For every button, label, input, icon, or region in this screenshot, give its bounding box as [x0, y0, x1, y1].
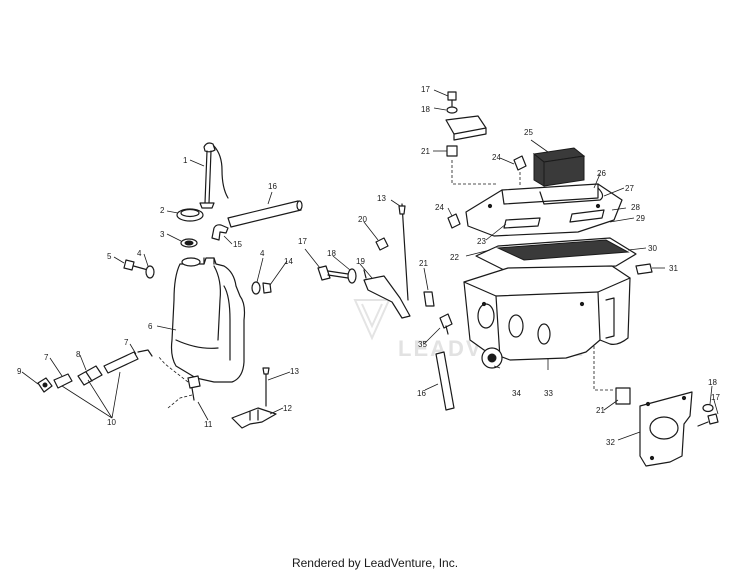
part-bracket-lower[interactable] — [231, 407, 277, 429]
part-washer-lower[interactable] — [702, 403, 714, 413]
callout-19: 19 — [356, 257, 365, 266]
part-mount-plate[interactable] — [639, 391, 693, 467]
callout-25: 25 — [524, 128, 533, 137]
part-washer-right[interactable] — [251, 281, 261, 295]
callout-18-lower: 18 — [708, 378, 717, 387]
part-grommet-right[interactable] — [635, 263, 653, 275]
callout-4-left: 4 — [137, 249, 142, 258]
callout-14: 14 — [284, 257, 293, 266]
part-fitting-35[interactable] — [439, 313, 453, 335]
callout-3: 3 — [160, 230, 165, 239]
callout-16-upper: 16 — [268, 182, 277, 191]
callout-7-right: 7 — [124, 338, 129, 347]
part-dipstick[interactable] — [199, 142, 229, 209]
callout-27: 27 — [625, 184, 634, 193]
footer-credit: Rendered by LeadVenture, Inc. — [291, 556, 459, 570]
callout-29: 29 — [636, 214, 645, 223]
part-foam-filter[interactable] — [532, 147, 586, 187]
callout-17-top: 17 — [421, 85, 430, 94]
part-airbox-lid[interactable] — [465, 183, 623, 237]
part-bracket-center[interactable] — [363, 269, 411, 319]
part-fuel-line-long[interactable] — [103, 349, 153, 374]
callout-8: 8 — [76, 350, 81, 359]
callout-17-lower: 17 — [711, 393, 720, 402]
callout-20: 20 — [358, 215, 367, 224]
part-bolt-center[interactable] — [317, 265, 349, 281]
callout-5: 5 — [107, 252, 112, 261]
part-filter-element[interactable] — [496, 239, 630, 261]
part-cap[interactable] — [176, 208, 204, 222]
part-clip[interactable] — [375, 237, 389, 251]
callout-28: 28 — [631, 203, 640, 212]
callout-21-center: 21 — [419, 259, 428, 268]
callout-33: 33 — [544, 389, 553, 398]
callout-7-left: 7 — [44, 353, 49, 362]
part-clip-top[interactable] — [513, 155, 527, 186]
part-washer-center[interactable] — [347, 268, 357, 284]
callout-24-side: 24 — [435, 203, 444, 212]
callout-26: 26 — [597, 169, 606, 178]
part-outlet-fitting[interactable] — [157, 355, 201, 409]
part-fuel-filter[interactable] — [77, 365, 103, 386]
callout-17-center: 17 — [298, 237, 307, 246]
callout-13-lower: 13 — [290, 367, 299, 376]
part-rod-upper[interactable] — [398, 203, 409, 301]
callout-11: 11 — [204, 420, 213, 429]
part-bolt-top[interactable] — [447, 91, 457, 107]
part-hose-upper[interactable] — [227, 200, 303, 228]
callout-1: 1 — [183, 156, 188, 165]
callout-34: 34 — [512, 389, 521, 398]
callout-12: 12 — [283, 404, 292, 413]
callout-2: 2 — [160, 206, 165, 215]
part-grommet-round[interactable] — [481, 347, 503, 369]
callout-13-upper: 13 — [377, 194, 386, 203]
part-fuel-line-short[interactable] — [53, 373, 73, 389]
part-washer-left[interactable] — [145, 265, 155, 279]
callout-9: 9 — [17, 367, 22, 376]
callout-4-right: 4 — [260, 249, 265, 258]
callout-32: 32 — [606, 438, 615, 447]
callout-35: 35 — [418, 340, 427, 349]
part-bolt-left[interactable] — [123, 259, 149, 271]
callout-6: 6 — [148, 322, 153, 331]
callout-23: 23 — [477, 237, 486, 246]
part-screw-lower[interactable] — [262, 367, 270, 407]
leader-lines — [21, 89, 719, 441]
callout-numbers: 1 2 3 4 5 4 14 16 15 6 7 8 7 9 10 11 12 … — [17, 85, 720, 447]
callout-10: 10 — [107, 418, 116, 427]
part-washer-top[interactable] — [446, 106, 458, 114]
part-hose-vertical[interactable] — [435, 351, 455, 411]
part-grommet-lower[interactable] — [593, 346, 631, 405]
callout-30: 30 — [648, 244, 657, 253]
part-fuel-tank[interactable] — [170, 257, 246, 383]
callout-21-top: 21 — [421, 147, 430, 156]
callout-22: 22 — [450, 253, 459, 262]
callout-18-top: 18 — [421, 105, 430, 114]
part-bolt-lower[interactable] — [697, 413, 719, 427]
part-nut-right[interactable] — [262, 282, 272, 294]
callout-15: 15 — [233, 240, 242, 249]
callout-31: 31 — [669, 264, 678, 273]
callout-21-lower: 21 — [596, 406, 605, 415]
part-gasket[interactable] — [180, 238, 198, 248]
part-grommet-top[interactable] — [446, 145, 496, 185]
part-fuel-valve[interactable] — [37, 377, 53, 393]
part-airbox[interactable] — [463, 265, 631, 361]
part-grommet-center[interactable] — [423, 291, 435, 307]
callout-24-top: 24 — [492, 153, 501, 162]
part-mount-block[interactable] — [445, 115, 487, 141]
callout-16-lower: 16 — [417, 389, 426, 398]
part-elbow-fitting[interactable] — [211, 224, 229, 241]
part-clip-side[interactable] — [447, 213, 461, 229]
callout-18-center: 18 — [327, 249, 336, 258]
